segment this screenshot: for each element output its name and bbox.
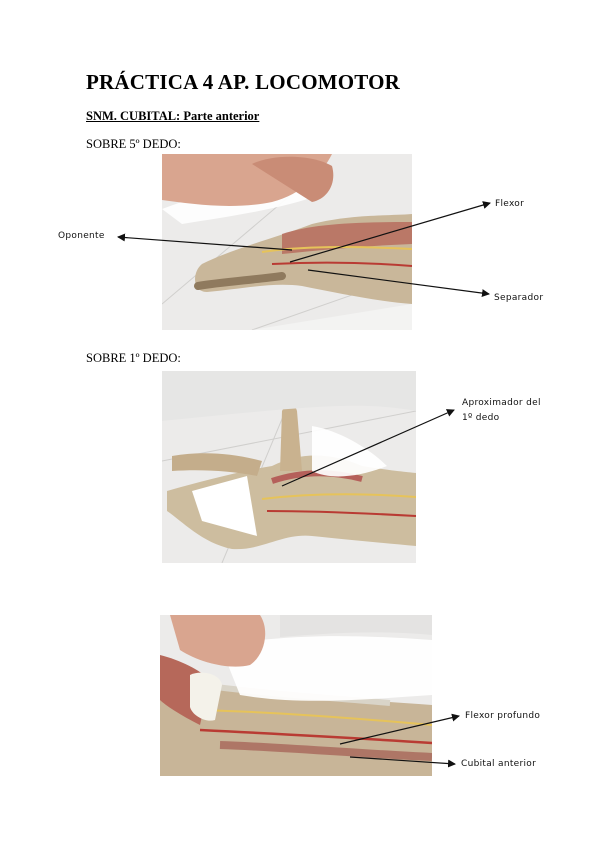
label-separador: Separador xyxy=(494,293,544,303)
forearm-anatomy-illustration xyxy=(160,615,432,776)
section-heading-first-finger: SOBRE 1º DEDO: xyxy=(86,351,181,365)
photo-hand-fifth-finger xyxy=(162,154,412,330)
label-aproximador-line1: Aproximador del xyxy=(462,398,541,408)
label-oponente: Oponente xyxy=(58,231,105,241)
photo-hand-first-finger xyxy=(162,371,416,563)
label-cubital-anterior: Cubital anterior xyxy=(461,759,537,769)
label-aproximador-line2: 1º dedo xyxy=(462,413,500,423)
page-subtitle: SNM. CUBITAL: Parte anterior xyxy=(86,109,260,123)
label-flexor: Flexor xyxy=(495,199,525,209)
hand-anatomy-illustration xyxy=(162,154,412,330)
label-flexor-profundo: Flexor profundo xyxy=(465,711,541,721)
section-heading-fifth-finger: SOBRE 5º DEDO: xyxy=(86,137,181,151)
hand-anatomy-illustration xyxy=(162,371,416,563)
photo-forearm-flexors xyxy=(160,615,432,776)
page-title: PRÁCTICA 4 AP. LOCOMOTOR xyxy=(86,70,401,94)
